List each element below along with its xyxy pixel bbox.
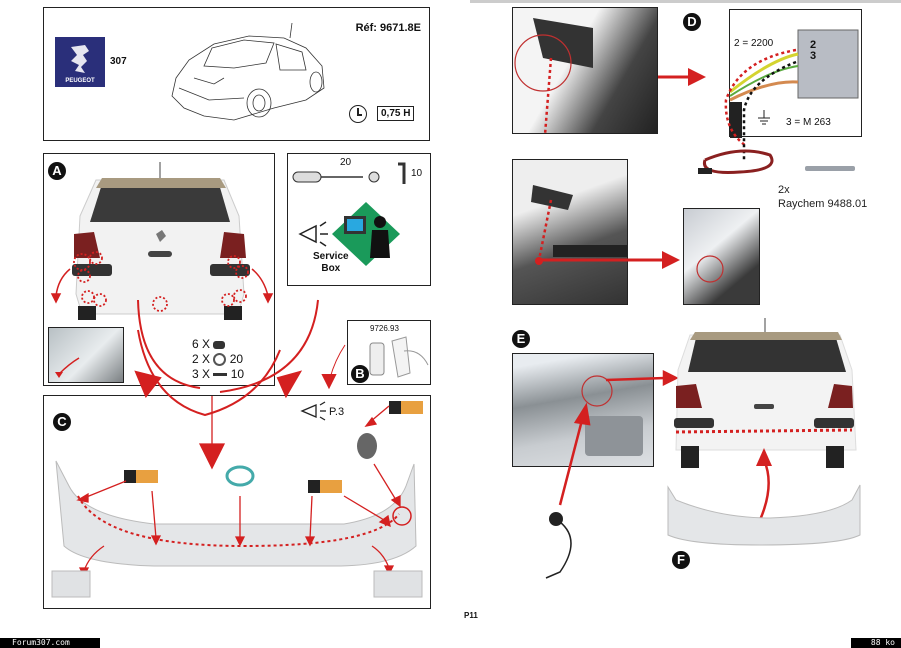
parts-row: 6 X bbox=[192, 337, 244, 352]
nut-icon bbox=[213, 353, 227, 367]
part-qty: 3 X bbox=[192, 367, 211, 381]
panel-b: 9726.93 B bbox=[347, 320, 431, 385]
bracket-left-image bbox=[51, 570, 91, 598]
parts-list: 6 X 2 X 20 3 X 10 bbox=[192, 337, 244, 382]
part-qty: 6 X bbox=[192, 337, 211, 351]
service-box-line1: Service bbox=[313, 251, 349, 262]
photo-underbody bbox=[512, 159, 628, 305]
bracket-right-image bbox=[373, 570, 423, 598]
service-box-line2: Box bbox=[321, 263, 341, 274]
inset-photo bbox=[48, 327, 124, 383]
part-number: 9726.93 bbox=[370, 324, 399, 333]
connector-qty: 2x bbox=[778, 184, 790, 196]
hand-icon bbox=[403, 350, 429, 366]
panel-e-badge: E bbox=[512, 330, 530, 348]
grommet-highlight bbox=[392, 506, 412, 526]
inspection-lamp-icon bbox=[300, 401, 326, 421]
file-size: 88 ko bbox=[851, 638, 901, 648]
lion-icon: PEUGEOT bbox=[65, 45, 95, 84]
wrench-icon bbox=[398, 162, 406, 184]
tape-roll-icon bbox=[225, 465, 255, 487]
reference-text: Réf: 9671.8E bbox=[355, 22, 421, 34]
sensor-icon bbox=[357, 433, 377, 459]
part-size: 10 bbox=[230, 367, 245, 381]
panel-d-connector-box: 2 = 2200 2 3 3 = M 263 bbox=[724, 9, 862, 160]
pin-labels: 2 3 bbox=[810, 40, 816, 62]
header-box: PEUGEOT 307 Réf: 9671.8E 0,75 H bbox=[43, 7, 430, 141]
reference-page: P.3 bbox=[329, 406, 345, 418]
rear-car-photo bbox=[50, 162, 274, 320]
instruction-arrows bbox=[76, 396, 401, 578]
socket-icon bbox=[368, 171, 380, 183]
duration-box: 0,75 H bbox=[377, 106, 415, 121]
connector-image bbox=[797, 29, 859, 99]
raychem-connector-image bbox=[805, 166, 855, 171]
service-box-label: Service Box bbox=[313, 251, 349, 275]
ground-icon bbox=[758, 110, 770, 125]
panel-f-badge: F bbox=[672, 551, 690, 569]
model-number: 307 bbox=[110, 56, 127, 67]
inspection-lamp-icon bbox=[298, 221, 328, 247]
panel-d-badge: D bbox=[683, 13, 701, 31]
sensor-grommet-image bbox=[549, 512, 563, 526]
pin-label: 2 bbox=[810, 39, 817, 51]
routing-line bbox=[77, 495, 400, 548]
panel-a-badge: A bbox=[48, 162, 66, 180]
hex-key-icon bbox=[213, 373, 228, 377]
photo-bumper-corner bbox=[512, 7, 658, 134]
page-number: P11 bbox=[464, 611, 478, 620]
part-qty: 2 X bbox=[192, 352, 211, 366]
panel-c-badge: C bbox=[53, 413, 71, 431]
peugeot-logo: PEUGEOT bbox=[55, 37, 105, 87]
car-drawing bbox=[171, 22, 325, 121]
panel-b-badge: B bbox=[351, 365, 369, 383]
connector-name: Raychem 9488.01 bbox=[778, 198, 868, 210]
panel-a: A 6 X 2 X 20 3 X 10 bbox=[43, 153, 275, 386]
parts-row: 2 X 20 bbox=[192, 352, 244, 367]
site-name: Forum307.com bbox=[0, 638, 100, 648]
pin-label: 3 bbox=[810, 50, 817, 62]
clip-icon bbox=[213, 340, 226, 349]
service-box-icon bbox=[332, 202, 400, 266]
bumper-image bbox=[667, 484, 861, 546]
photo-fixing-point bbox=[683, 208, 760, 305]
part-size: 20 bbox=[229, 352, 244, 366]
photo-trunk-grommet bbox=[512, 353, 654, 467]
cloth-icon bbox=[391, 336, 411, 378]
wrench-size: 10 bbox=[411, 168, 423, 179]
bumper-image bbox=[55, 460, 417, 567]
clock-icon bbox=[349, 105, 367, 123]
page-top-rule bbox=[470, 0, 901, 3]
parts-row: 3 X 10 bbox=[192, 367, 244, 382]
screwdriver-icon bbox=[292, 171, 363, 183]
cleaner-bottle-icon bbox=[369, 342, 385, 376]
brand-text: PEUGEOT bbox=[65, 78, 95, 84]
foam-tape-icon bbox=[124, 401, 423, 493]
panel-c: C P.3 bbox=[43, 395, 431, 609]
connector-spec: 2x Raychem 9488.01 bbox=[778, 183, 867, 211]
screwdriver-size: 20 bbox=[340, 157, 352, 168]
pin3-value: 3 = M 263 bbox=[786, 117, 831, 128]
pin2-value: 2 = 2200 bbox=[734, 38, 774, 49]
tools-box: 20 10 Service Box bbox=[287, 153, 431, 286]
